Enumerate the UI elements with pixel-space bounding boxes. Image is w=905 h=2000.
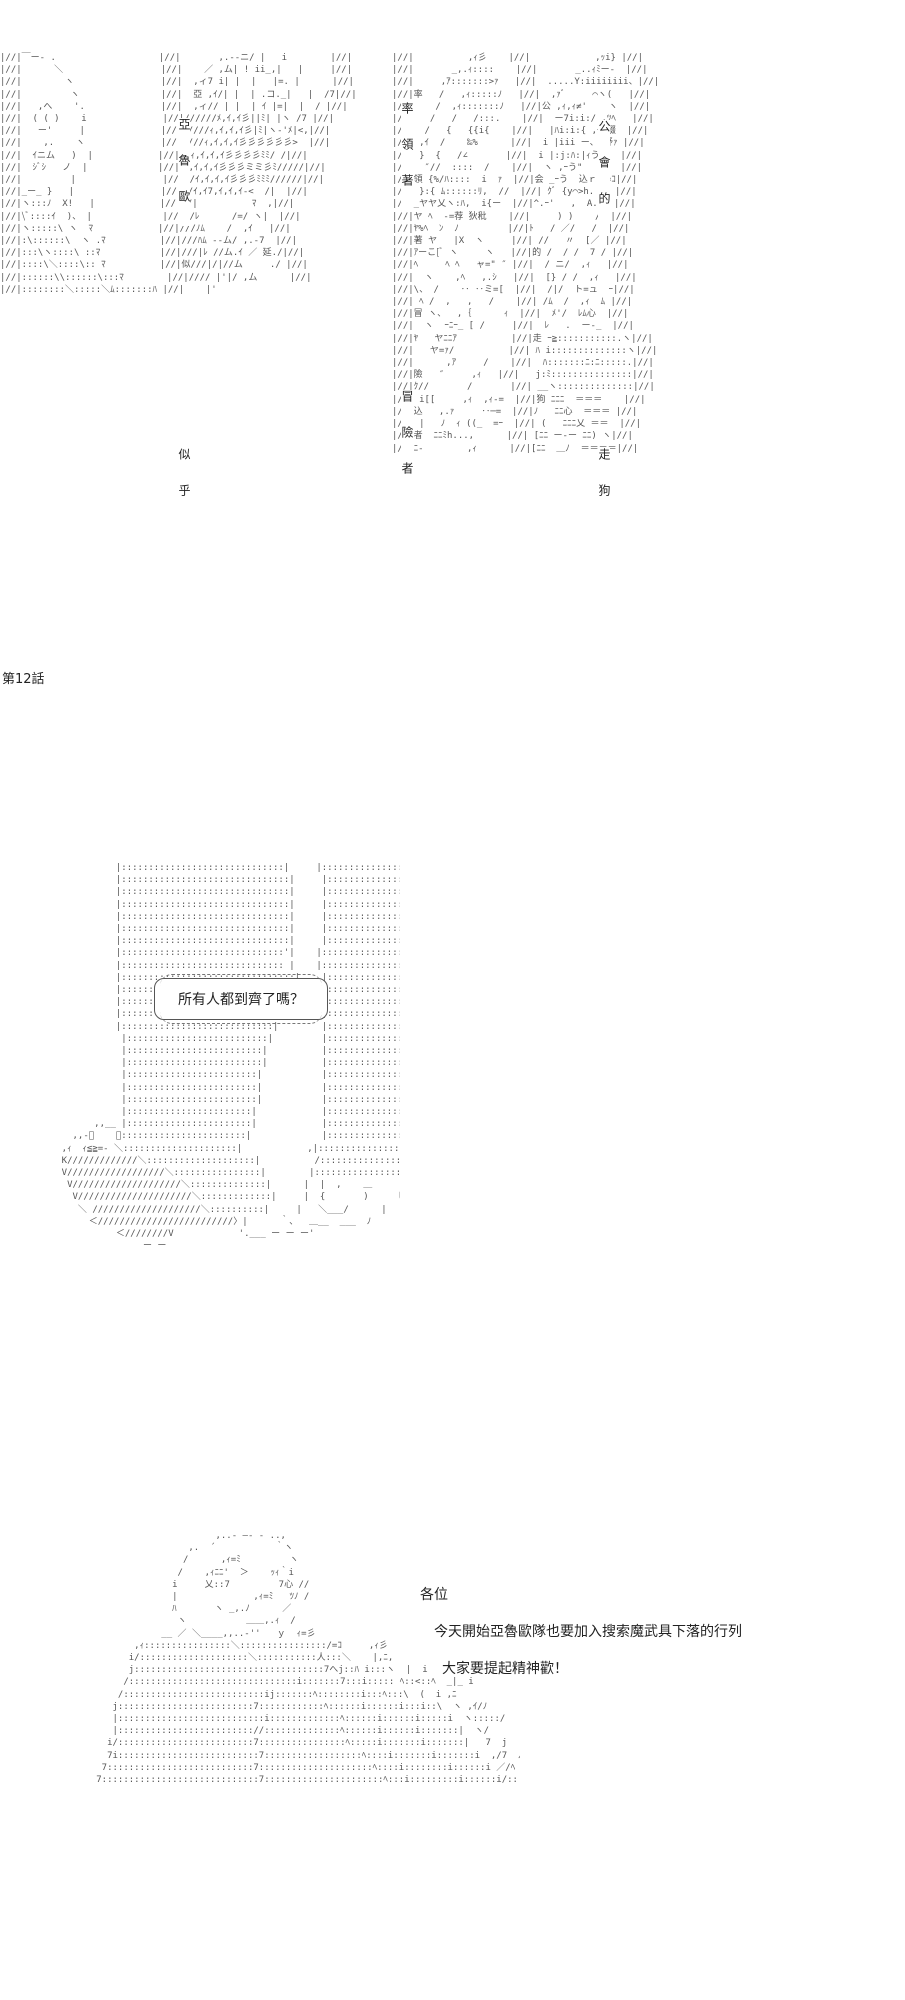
ascii-art-title-left: |//|￣ー- . |//| ,.--ニ/ | i |//| |//| ＼ |/… — [0, 53, 660, 454]
speech-bubble: 所有人都到齊了嗎？ — [154, 974, 328, 1024]
title-char: 者 — [400, 462, 414, 498]
title-column-3: 公會的 — [597, 120, 611, 228]
title-char: 亞 — [177, 118, 191, 154]
title-char: 會 — [597, 156, 611, 192]
title-char: 的 — [597, 192, 611, 228]
title-char: 著 — [400, 174, 414, 210]
title-char: 魯 — [177, 154, 191, 190]
title-char: 冒 — [400, 390, 414, 426]
title-char: 率 — [400, 102, 414, 138]
title-char: 走 — [597, 448, 611, 484]
title-column-5: 走狗 — [597, 448, 611, 520]
dialogue-line-1: 各位 — [420, 1587, 448, 1603]
chapter-label: 第12話 — [2, 672, 45, 687]
title-char: 乎 — [177, 484, 191, 520]
title-column-1: 亞魯歐 — [177, 118, 191, 226]
title-char: 公 — [597, 120, 611, 156]
scene-legs: |::::::::::::::::::::::::::::::| |::::::… — [40, 862, 400, 1282]
ascii-art-title-right: |//| ,ｨ彡 |//| ,ｯi} |//| |//| _,.ｨ:::: |/… — [392, 53, 660, 454]
title-char: 領 — [400, 138, 414, 174]
title-char: 險 — [400, 426, 414, 462]
title-column-4: 冒險者 — [400, 390, 414, 498]
title-char: 歐 — [177, 190, 191, 226]
dialogue-line-3: 大家要提起精神歡！ — [442, 1661, 568, 1677]
title-char: 似 — [177, 448, 191, 484]
title-column-6: 似乎 — [177, 448, 191, 520]
title-char: 狗 — [597, 484, 611, 520]
scene-speaker: ,..- ―‐ - .., ,. ´ ｀ヽ / ,ｨ=ﾐ ヽ / ,ｨﾆﾆ' ＞… — [80, 1530, 520, 1860]
title-column-2: 率領著 — [400, 102, 414, 210]
title-panel-strip: |//|￣ー- . |//| ,.--ニ/ | i |//| |//| ＼ |/… — [0, 52, 795, 652]
ascii-art-speaker: ,..- ―‐ - .., ,. ´ ｀ヽ / ,ｨ=ﾐ ヽ / ,ｨﾆﾆ' ＞… — [96, 1531, 520, 1786]
speech-text: 所有人都到齊了嗎？ — [178, 992, 304, 1008]
dialogue-line-2: 今天開始亞魯歐隊也要加入搜索魔武具下落的行列 — [434, 1624, 742, 1640]
ascii-art-legs: |::::::::::::::::::::::::::::::| |::::::… — [61, 863, 400, 1252]
